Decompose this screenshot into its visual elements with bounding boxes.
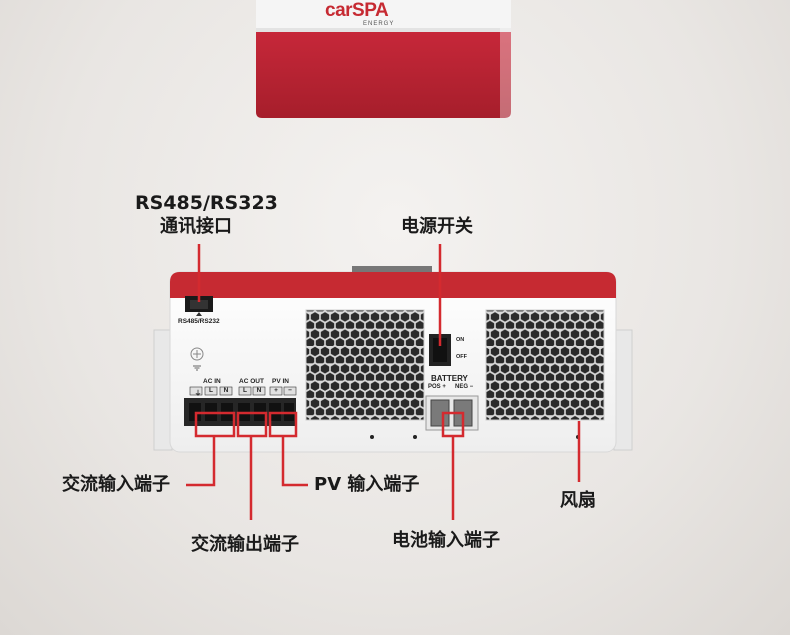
annotation-lines bbox=[186, 244, 581, 520]
ac-input-label: 交流输入端子 bbox=[62, 474, 170, 495]
brand-tagline: ENERGY bbox=[363, 21, 395, 27]
fan-label: 风扇 bbox=[560, 490, 596, 511]
terminal-pv-pos: + bbox=[274, 387, 278, 394]
terminal-ac-in-l: L bbox=[209, 387, 213, 394]
comm-port-label-line1: RS485/RS323 bbox=[135, 192, 278, 214]
battery-label: BATTERY bbox=[431, 374, 468, 383]
ground-screw-icon bbox=[190, 347, 204, 371]
switch-on-label: ON bbox=[456, 337, 465, 343]
terminal-ac-out-n: N bbox=[256, 387, 262, 394]
fan-left bbox=[305, 309, 425, 421]
ac-out-label: AC OUT bbox=[239, 378, 264, 385]
switch-off-label: OFF bbox=[456, 354, 467, 360]
battery-input-label: 电池输入端子 bbox=[392, 530, 500, 551]
terminal-ac-out-l: L bbox=[243, 387, 247, 394]
comm-port-label-line2: 通讯接口 bbox=[160, 216, 232, 237]
battery-neg-label: NEG − bbox=[455, 384, 474, 390]
rs485-port bbox=[185, 296, 213, 316]
ac-in-label: AC IN bbox=[203, 378, 221, 385]
terminal-pv-neg: − bbox=[288, 387, 292, 394]
power-switch bbox=[429, 334, 451, 366]
brand-logo: carSPA bbox=[325, 0, 389, 21]
battery-pos-label: POS + bbox=[428, 384, 446, 390]
fan-right bbox=[485, 309, 605, 421]
port-label: RS485/RS232 bbox=[178, 318, 220, 325]
top-unit bbox=[256, 0, 511, 118]
pv-in-label: PV IN bbox=[272, 378, 289, 385]
terminal-ac-in-n: N bbox=[223, 387, 229, 394]
power-switch-label: 电源开关 bbox=[401, 216, 473, 237]
pv-input-label: PV 输入端子 bbox=[314, 474, 420, 495]
ac-output-label: 交流输出端子 bbox=[191, 534, 299, 555]
terminal-ground: ⏚ bbox=[194, 390, 202, 397]
